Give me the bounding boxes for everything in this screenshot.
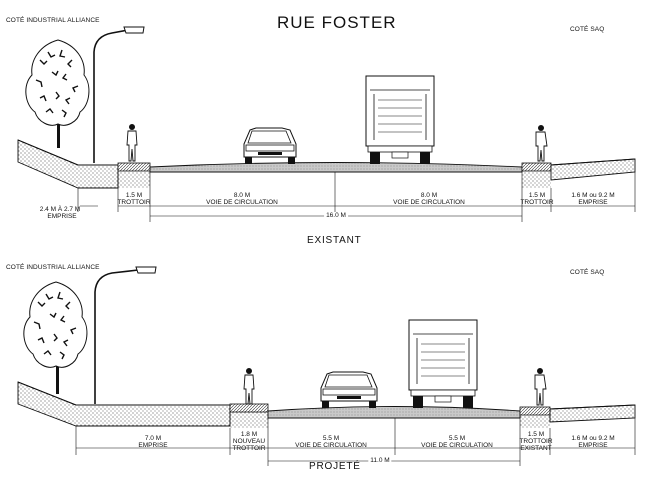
truck-icon [408, 319, 478, 408]
dim-label: VOIE DE CIRCULATION [206, 199, 278, 206]
dim-total: 11.0 M [368, 457, 392, 465]
car-icon [243, 127, 297, 164]
dim-label: VOIE DE CIRCULATION [393, 199, 465, 206]
section-caption: PROJETÉ [309, 461, 361, 472]
dim-value: 1.5 M [527, 431, 545, 438]
dim-value: 8.0 M [420, 192, 438, 199]
dim-label: NOUVEAU [232, 438, 266, 445]
pedestrian-icon [535, 125, 548, 162]
dim-total: 16.0 M [324, 212, 348, 220]
dim-label: EXISTANT [520, 445, 552, 452]
dim-value: 2.4 M À 2.7 M [39, 206, 81, 213]
existing-section [17, 26, 636, 222]
section-caption: EXISTANT [307, 235, 362, 246]
dim-label: EMPRISE [138, 442, 168, 449]
dim-value: 5.5 M [448, 435, 466, 442]
dim-value: 5.5 M [322, 435, 340, 442]
dim-value: 1.8 M [240, 431, 258, 438]
page-title: RUE FOSTER [277, 13, 397, 32]
street-lamp-icon [93, 26, 145, 163]
dim-value: 1.5 M [528, 192, 546, 199]
dim-label: VOIE DE CIRCULATION [295, 442, 367, 449]
dim-value: 1.6 M ou 9.2 M [571, 435, 615, 442]
side-label-left: COTÉ INDUSTRIAL ALLIANCE [6, 264, 100, 271]
sidewalk-left [117, 162, 151, 172]
dim-value: 7.0 M [144, 435, 162, 442]
side-label-left: COTÉ INDUSTRIAL ALLIANCE [6, 17, 100, 24]
sidewalk-left [229, 403, 269, 413]
sidewalk-right [521, 162, 552, 172]
tree-icon [23, 281, 88, 394]
dim-label: EMPRISE [47, 213, 77, 220]
dim-label: EMPRISE [578, 199, 608, 206]
pedestrian-icon [243, 368, 255, 405]
dimension-lines [75, 418, 636, 466]
dim-label: TROTTOIR [232, 445, 266, 452]
pedestrian-icon [126, 124, 138, 162]
dim-label: VOIE DE CIRCULATION [421, 442, 493, 449]
side-label-right: COTÉ SAQ [570, 26, 605, 33]
embankment-left [17, 139, 119, 189]
pedestrian-icon [534, 368, 547, 406]
dim-label: TROTTOIR [117, 199, 151, 206]
dim-value: 1.5 M [125, 192, 143, 199]
roadway [149, 162, 523, 173]
street-lamp-icon [94, 266, 157, 404]
dim-value: 8.0 M [233, 192, 251, 199]
dim-label: TROTTOIR [520, 199, 554, 206]
truck-icon [365, 75, 435, 164]
proposed-section [17, 266, 636, 466]
dim-value: 1.6 M ou 9.2 M [571, 192, 615, 199]
roadway [267, 406, 521, 419]
dim-label: TROTTOIR [519, 438, 553, 445]
ground-right [549, 404, 636, 423]
side-label-right: COTÉ SAQ [570, 269, 605, 276]
sidewalk-right [519, 406, 551, 416]
embankment-left [17, 381, 231, 427]
tree-icon [25, 39, 90, 148]
dim-label: EMPRISE [578, 442, 608, 449]
car-icon [320, 371, 378, 408]
